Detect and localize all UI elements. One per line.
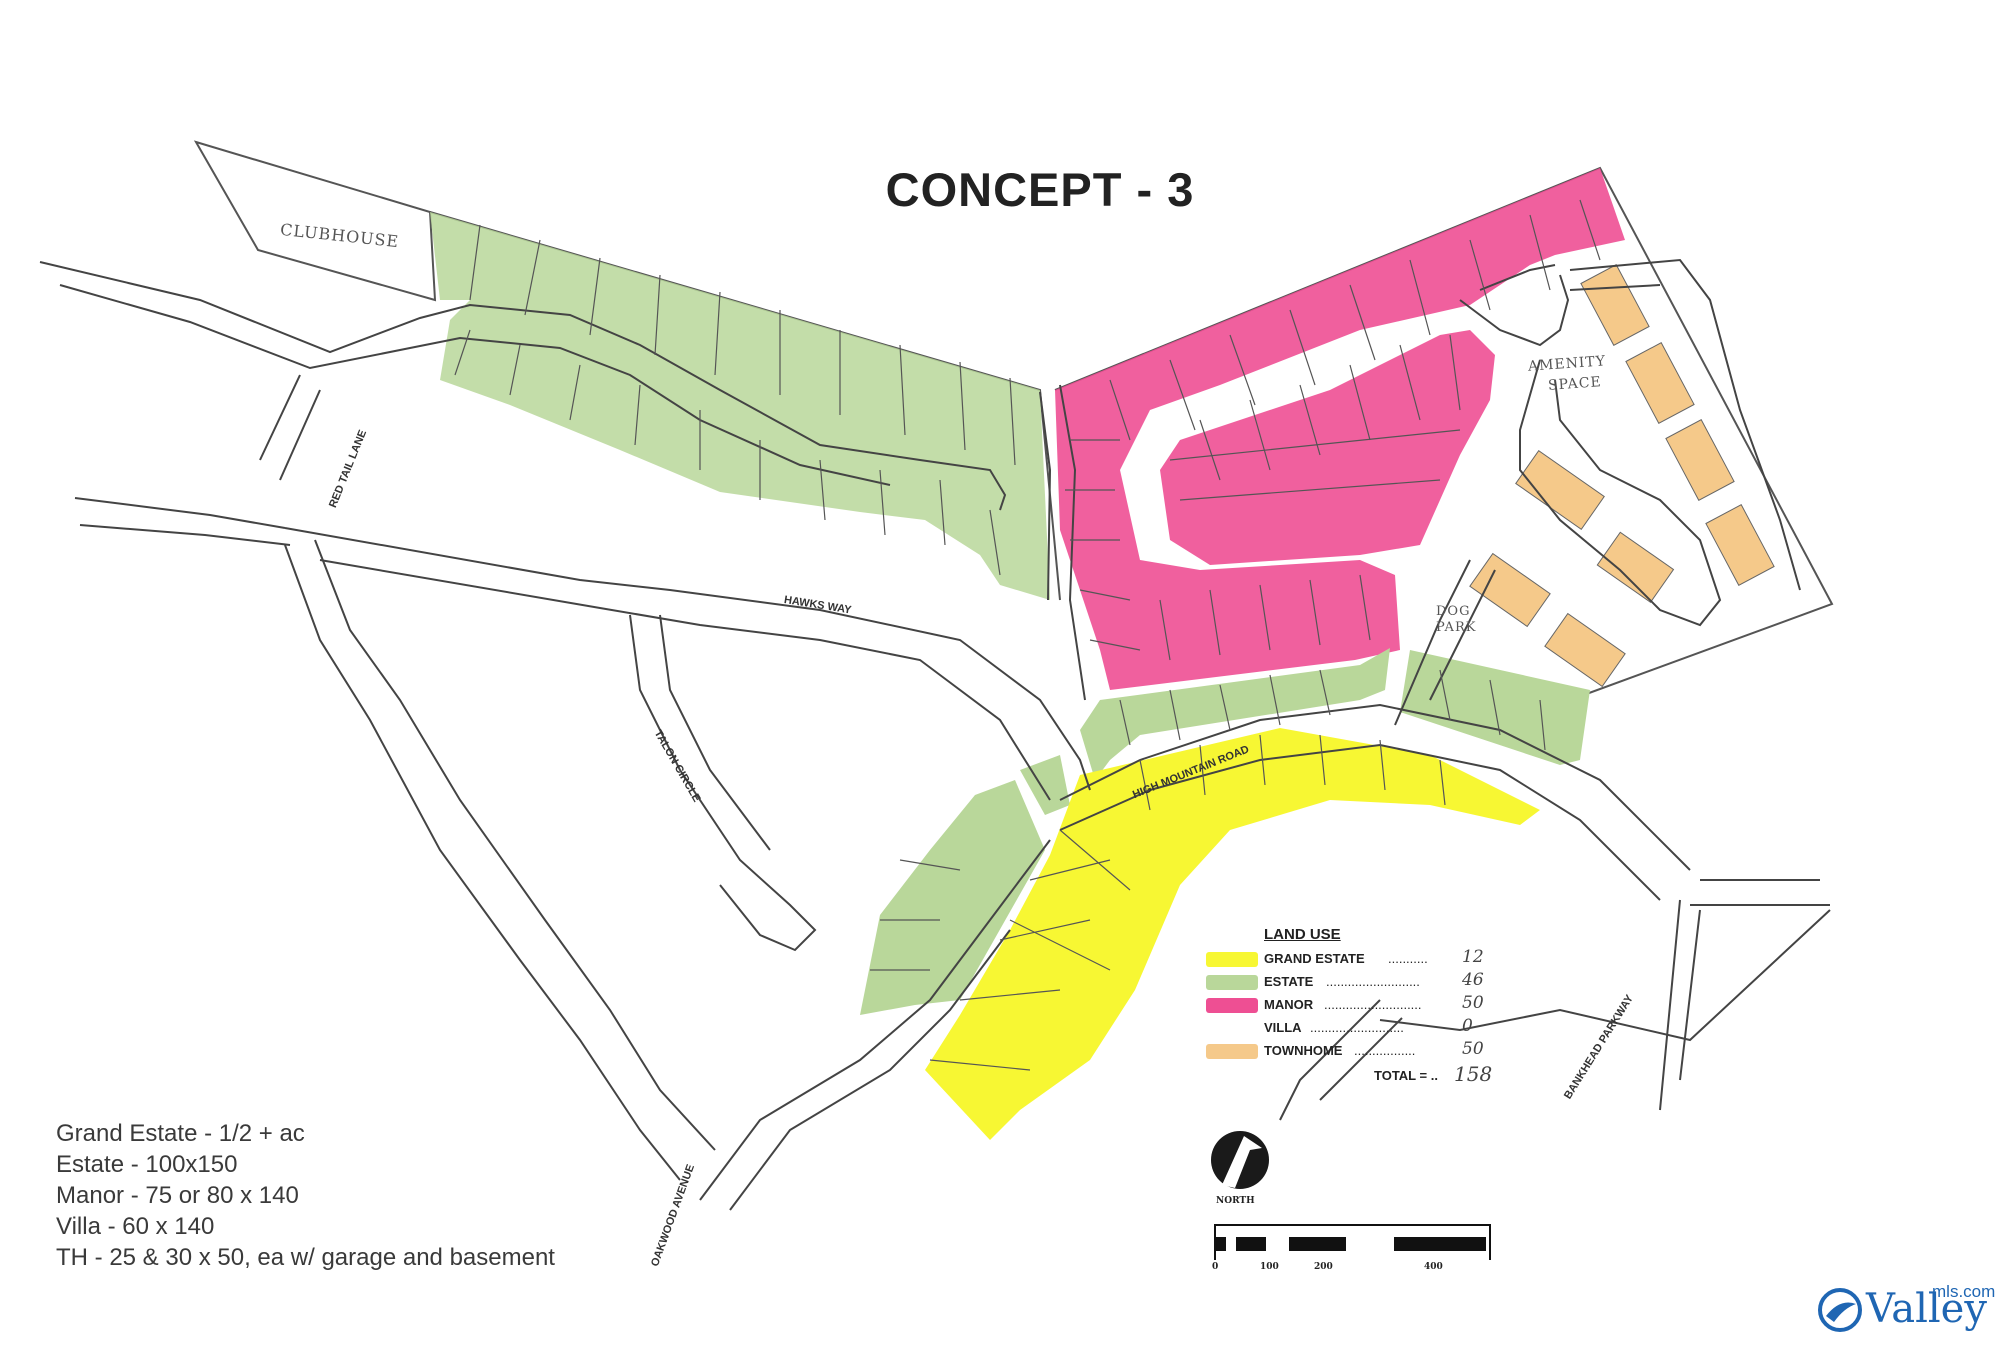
scale-label: 100 [1260,1262,1279,1272]
legend-total-label: TOTAL = .. [1374,1068,1438,1083]
legend-count: 0 [1462,1016,1473,1036]
legend-dots: ................. [1354,1043,1416,1058]
legend-count: 50 [1462,1039,1484,1059]
note-line: TH - 25 & 30 x 50, ea w/ garage and base… [56,1244,555,1271]
page-title: CONCEPT - 3 [885,163,1195,216]
lot-lines [454,199,1601,1071]
legend-dots: ........... [1388,951,1428,966]
note-line: Manor - 75 or 80 x 140 [56,1182,299,1209]
scale-label: 200 [1314,1262,1333,1272]
legend-row: MANOR ........................... 50 [1206,993,1516,1018]
legend-row: GRAND ESTATE ........... 12 [1206,947,1516,972]
estate-area-north [430,212,1050,600]
north-label: NORTH [1216,1196,1255,1206]
legend-row: ESTATE .......................... 46 [1206,970,1516,995]
legend-row: TOWNHOME ................. 50 [1206,1039,1516,1064]
road-network [39,258,1831,1211]
legend-row: VILLA .......................... 0 [1206,1016,1516,1041]
legend-label: TOWNHOME [1264,1043,1343,1058]
dog-park-label-line1: DOG [1436,604,1471,619]
legend-count: 12 [1462,947,1484,967]
land-use-legend: LAND USE GRAND ESTATE ........... 12 EST… [1206,926,1516,1087]
legend-swatch-grand-estate [1206,952,1258,967]
legend-heading: LAND USE [1264,926,1341,943]
legend-label: ESTATE [1264,974,1314,989]
dog-park-label-line2: PARK [1436,620,1477,635]
note-line: Grand Estate - 1/2 + ac [56,1120,305,1147]
legend-total-value: 158 [1454,1062,1493,1086]
legend-count: 46 [1462,970,1484,990]
watermark-brand: Valley [1866,1286,1987,1332]
grand-estate-area [925,728,1540,1140]
scale-label: 400 [1424,1262,1443,1272]
lot-size-notes: Grand Estate - 1/2 + ac Estate - 100x150… [56,1118,555,1273]
watermark-sub: mls.com [1932,1282,1996,1301]
scale-label: 0 [1212,1262,1219,1272]
legend-dots: .......................... [1310,1020,1404,1035]
north-arrow [1211,1131,1269,1189]
valley-logo-icon [1818,1288,1862,1332]
legend-dots: .......................... [1326,974,1420,989]
legend-label: MANOR [1264,997,1314,1012]
legend-swatch-villa [1206,1021,1258,1036]
townhome-blocks [1469,264,1775,688]
scale-bar [1214,1224,1491,1260]
legend-swatch-estate [1206,975,1258,990]
legend-label: GRAND ESTATE [1264,951,1365,966]
legend-count: 50 [1462,993,1484,1013]
legend-swatch-townhome [1206,1044,1258,1059]
watermark-logo: Valley mls.com [1816,1278,2006,1334]
legend-swatch-manor [1206,998,1258,1013]
note-line: Estate - 100x150 [56,1151,238,1178]
manor-area [1055,168,1625,690]
legend-total-row: TOTAL = .. 158 [1206,1062,1516,1087]
legend-label: VILLA [1264,1020,1302,1035]
legend-dots: ........................... [1324,997,1422,1012]
note-line: Villa - 60 x 140 [56,1213,215,1240]
clubhouse-parcel [193,140,437,302]
